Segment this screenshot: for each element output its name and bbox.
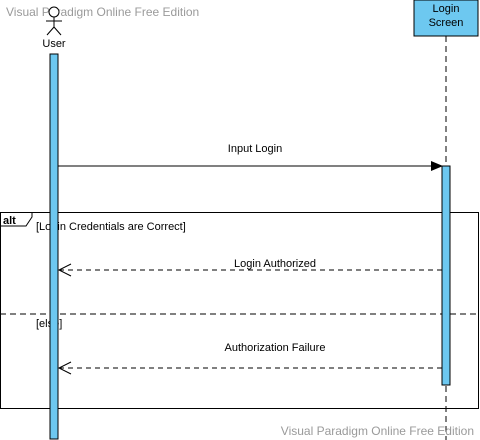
guard-condition-1: [Login Credentials are Correct] bbox=[36, 221, 186, 233]
watermark-bottom: Visual Paradigm Online Free Edition bbox=[281, 424, 474, 438]
actor-label: User bbox=[42, 38, 66, 50]
message-input-login-label: Input Login bbox=[228, 143, 282, 155]
alt-fragment-frame bbox=[0, 212, 479, 409]
message-login-authorized-label: Login Authorized bbox=[234, 258, 316, 270]
watermark-top: Visual Paradigm Online Free Edition bbox=[6, 5, 199, 19]
open-arrowhead-icon bbox=[57, 263, 72, 277]
open-arrowhead-icon bbox=[57, 361, 72, 375]
activation-bar-login-screen bbox=[441, 165, 451, 386]
lifeline-box-label-line2: Screen bbox=[429, 17, 464, 29]
stick-figure-icon bbox=[46, 6, 62, 36]
alt-fragment-tab bbox=[0, 212, 33, 227]
activation-bar-user bbox=[49, 53, 59, 440]
alt-operator-label: alt bbox=[3, 215, 16, 227]
lifeline-box-login-screen[interactable] bbox=[413, 0, 479, 37]
message-authorization-failure-label: Authorization Failure bbox=[225, 342, 326, 354]
lifeline-box-label-line1: Login bbox=[433, 3, 460, 15]
